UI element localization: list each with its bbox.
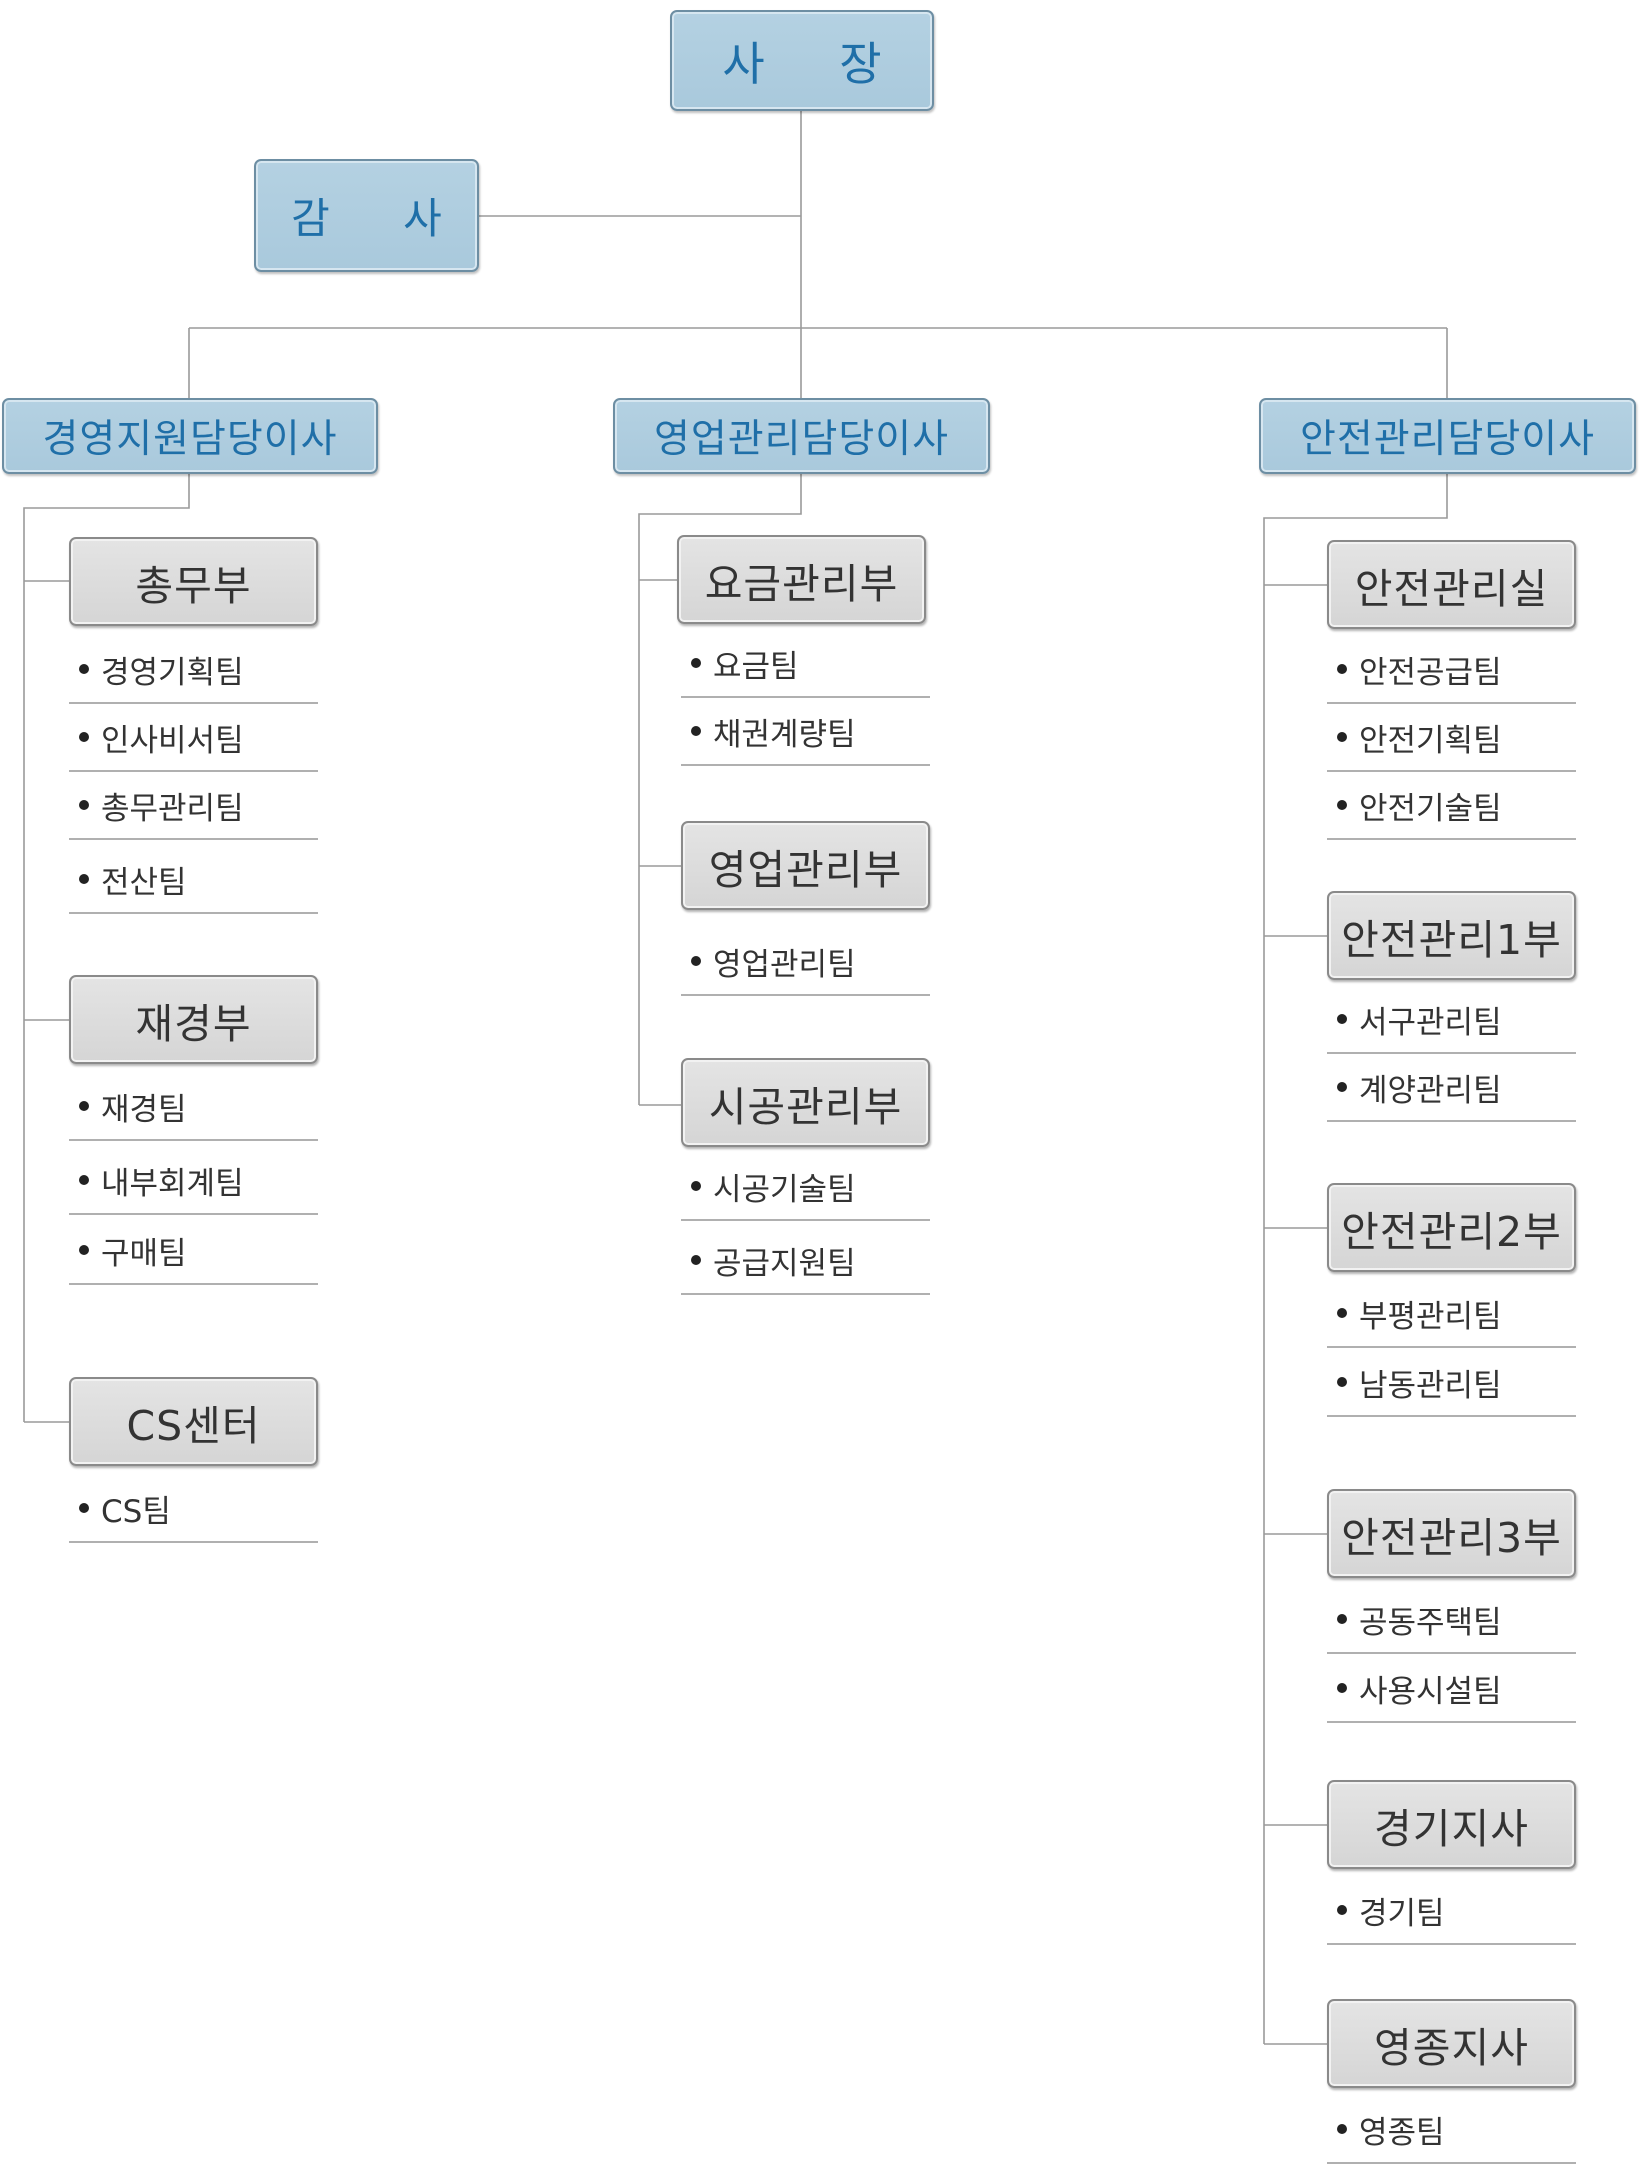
dept-finance: 재경부: [69, 975, 318, 1064]
team-label: 사용시설팀: [1359, 1673, 1502, 1710]
team-label: 서구관리팀: [1359, 1004, 1502, 1041]
dept-construction: 시공관리부: [681, 1058, 930, 1147]
bullet-icon: [691, 726, 701, 736]
bullet-icon: [691, 1255, 701, 1265]
auditor-box: 감 사: [254, 159, 479, 272]
team-label: 공동주택팀: [1359, 1604, 1502, 1641]
team-label: 안전기획팀: [1359, 722, 1502, 759]
team-item: 인사비서팀: [69, 704, 318, 772]
team-label: 부평관리팀: [1359, 1298, 1502, 1335]
dept-safety-3: 안전관리3부: [1327, 1489, 1576, 1578]
bullet-icon: [79, 1245, 89, 1255]
team-label: 재경팀: [101, 1091, 187, 1128]
dept-yeongjong-branch: 영종지사: [1327, 1999, 1576, 2088]
team-label: 시공기술팀: [713, 1171, 856, 1208]
team-item: 안전기획팀: [1327, 704, 1576, 772]
dept-cs-center: CS센터: [69, 1377, 318, 1466]
team-item: 부평관리팀: [1327, 1280, 1576, 1348]
executive-management-box: 경영지원담당이사: [2, 398, 378, 474]
team-label: 전산팀: [101, 864, 187, 901]
team-item: 전산팀: [69, 846, 318, 914]
team-item: 서구관리팀: [1327, 986, 1576, 1054]
bullet-icon: [1337, 1905, 1347, 1915]
team-item: 사용시설팀: [1327, 1655, 1576, 1723]
team-item: 채권계량팀: [681, 698, 930, 766]
team-label: 경기팀: [1359, 1895, 1445, 1932]
dept-sales-management: 영업관리부: [681, 821, 930, 910]
dept-safety-office: 안전관리실: [1327, 540, 1576, 629]
executive-sales-box: 영업관리담당이사: [613, 398, 990, 474]
bullet-icon: [1337, 1082, 1347, 1092]
team-item: 공동주택팀: [1327, 1586, 1576, 1654]
ceo-box: 사 장: [670, 10, 934, 111]
team-item: CS팀: [69, 1475, 318, 1543]
team-item: 총무관리팀: [69, 772, 318, 840]
team-label: 안전기술팀: [1359, 790, 1502, 827]
executive-safety-box: 안전관리담당이사: [1259, 398, 1636, 474]
dept-safety-1: 안전관리1부: [1327, 891, 1576, 980]
team-label: CS팀: [101, 1493, 171, 1530]
dept-safety-2: 안전관리2부: [1327, 1183, 1576, 1272]
bullet-icon: [79, 732, 89, 742]
team-label: 남동관리팀: [1359, 1367, 1502, 1404]
team-item: 영업관리팀: [681, 928, 930, 996]
team-label: 영종팀: [1359, 2114, 1445, 2151]
bullet-icon: [1337, 2124, 1347, 2134]
bullet-icon: [1337, 664, 1347, 674]
team-item: 안전공급팀: [1327, 636, 1576, 704]
bullet-icon: [79, 1175, 89, 1185]
team-label: 구매팀: [101, 1235, 187, 1272]
team-item: 경영기획팀: [69, 636, 318, 704]
team-label: 계양관리팀: [1359, 1072, 1502, 1109]
team-item: 계양관리팀: [1327, 1054, 1576, 1122]
team-item: 재경팀: [69, 1073, 318, 1141]
bullet-icon: [79, 800, 89, 810]
dept-gyeonggi-branch: 경기지사: [1327, 1780, 1576, 1869]
bullet-icon: [79, 1503, 89, 1513]
team-item: 남동관리팀: [1327, 1349, 1576, 1417]
bullet-icon: [1337, 800, 1347, 810]
bullet-icon: [1337, 1014, 1347, 1024]
bullet-icon: [1337, 732, 1347, 742]
bullet-icon: [1337, 1377, 1347, 1387]
dept-general-affairs: 총무부: [69, 537, 318, 626]
team-label: 총무관리팀: [101, 790, 244, 827]
team-label: 인사비서팀: [101, 722, 244, 759]
team-label: 안전공급팀: [1359, 654, 1502, 691]
bullet-icon: [1337, 1614, 1347, 1624]
bullet-icon: [691, 658, 701, 668]
bullet-icon: [79, 664, 89, 674]
bullet-icon: [79, 874, 89, 884]
team-item: 공급지원팀: [681, 1227, 930, 1295]
team-item: 경기팀: [1327, 1877, 1576, 1945]
team-item: 내부회계팀: [69, 1147, 318, 1215]
team-label: 내부회계팀: [101, 1165, 244, 1202]
team-label: 공급지원팀: [713, 1245, 856, 1282]
bullet-icon: [1337, 1683, 1347, 1693]
team-label: 영업관리팀: [713, 946, 856, 983]
team-item: 요금팀: [681, 630, 930, 698]
bullet-icon: [691, 956, 701, 966]
team-item: 구매팀: [69, 1217, 318, 1285]
team-label: 채권계량팀: [713, 716, 856, 753]
team-item: 안전기술팀: [1327, 772, 1576, 840]
team-label: 요금팀: [713, 648, 799, 685]
bullet-icon: [1337, 1308, 1347, 1318]
dept-billing: 요금관리부: [677, 535, 926, 624]
bullet-icon: [691, 1181, 701, 1191]
team-item: 영종팀: [1327, 2096, 1576, 2164]
bullet-icon: [79, 1101, 89, 1111]
team-label: 경영기획팀: [101, 654, 244, 691]
team-item: 시공기술팀: [681, 1153, 930, 1221]
